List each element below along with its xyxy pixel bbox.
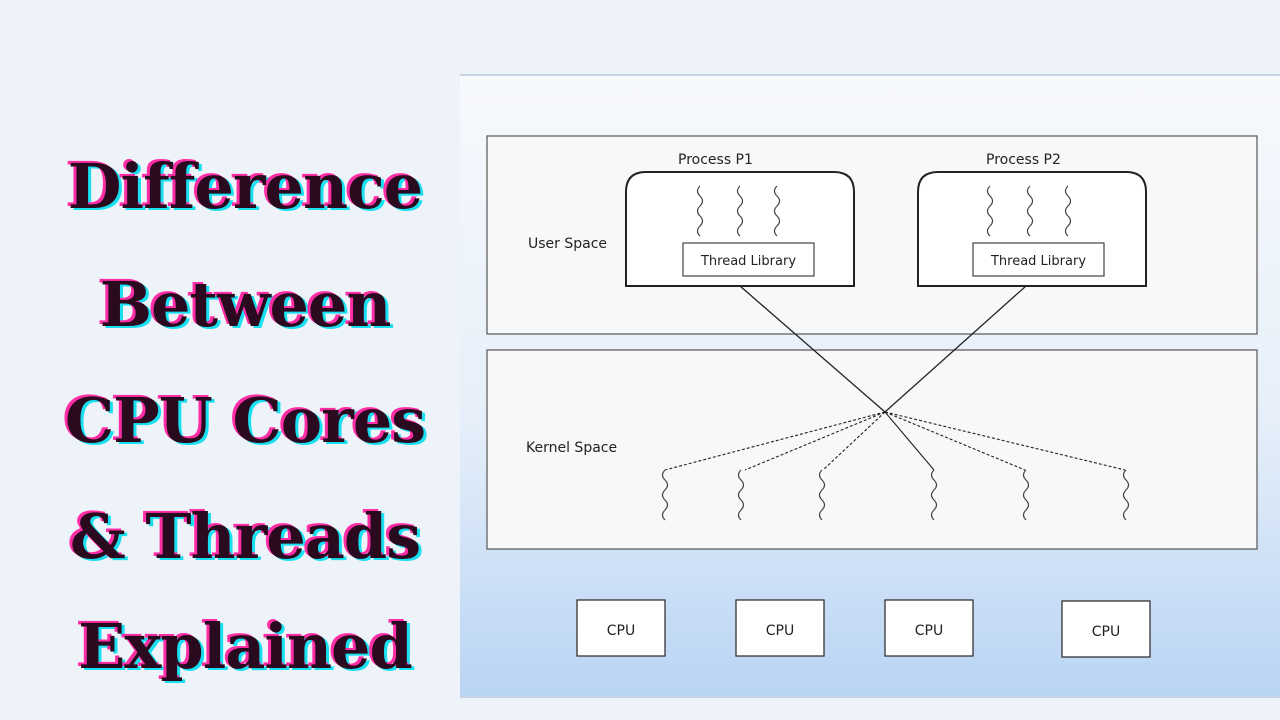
kernel-link-6 — [884, 411, 1126, 471]
thread-icon — [1122, 469, 1130, 521]
thread-icon — [986, 185, 994, 237]
title-line-3: CPU Cores — [64, 384, 426, 457]
process-p1-label: Process P1 — [678, 152, 753, 168]
process-p2-label: Process P2 — [986, 152, 1061, 168]
thread-library-connectors — [739, 285, 1027, 413]
thread-icon — [696, 185, 704, 237]
kernel-link-2 — [744, 411, 886, 471]
kernel-space-box — [486, 349, 1258, 550]
thread-icon — [1026, 185, 1034, 237]
process-p2-thread-library-label: Thread Library — [990, 254, 1086, 269]
threading-diagram: User Space Kernel Space Process P1 Threa… — [460, 74, 1280, 698]
kernel-thread-connectors — [664, 411, 1126, 471]
cpu-box-1 — [576, 599, 666, 657]
thread-icon — [773, 185, 781, 237]
thread-icon — [1022, 469, 1030, 521]
cpu-label-2: CPU — [766, 623, 794, 639]
kernel-link-4 — [884, 411, 935, 471]
title-line-1: Difference — [67, 150, 424, 223]
kernel-link-3 — [822, 411, 886, 471]
kernel-space-label: Kernel Space — [526, 440, 617, 456]
cpu-box-3 — [884, 599, 974, 657]
kernel-threads — [661, 469, 1130, 521]
diagram-panel: User Space Kernel Space Process P1 Threa… — [460, 74, 1280, 698]
kernel-link-1 — [664, 411, 886, 471]
thread-icon — [1064, 185, 1072, 237]
cpu-label-1: CPU — [607, 623, 635, 639]
thread-icon — [736, 185, 744, 237]
title-line-5: Explained — [78, 610, 413, 683]
process-p1-thread-library-box — [682, 242, 815, 277]
connector-p2 — [884, 285, 1027, 413]
process-p2-thread-library-box — [972, 242, 1105, 277]
kernel-link-5 — [884, 411, 1026, 471]
title-panel: Difference Between CPU Cores & Threads E… — [0, 0, 460, 720]
process-p1-thread-library-label: Thread Library — [700, 254, 796, 269]
title-line-4: & Threads — [69, 500, 421, 573]
thread-icon — [818, 469, 826, 521]
connector-p1 — [739, 285, 886, 413]
process-p2-threads — [986, 185, 1072, 237]
thread-icon — [737, 469, 745, 521]
user-space-label: User Space — [528, 236, 607, 252]
cpu-label-4: CPU — [1092, 624, 1120, 640]
cpu-box-2 — [735, 599, 825, 657]
thread-icon — [930, 469, 938, 521]
thread-icon — [661, 469, 669, 521]
cpu-label-3: CPU — [915, 623, 943, 639]
cpu-box-4 — [1061, 600, 1151, 658]
process-p1-threads — [696, 185, 781, 237]
title-line-2: Between — [99, 268, 392, 341]
